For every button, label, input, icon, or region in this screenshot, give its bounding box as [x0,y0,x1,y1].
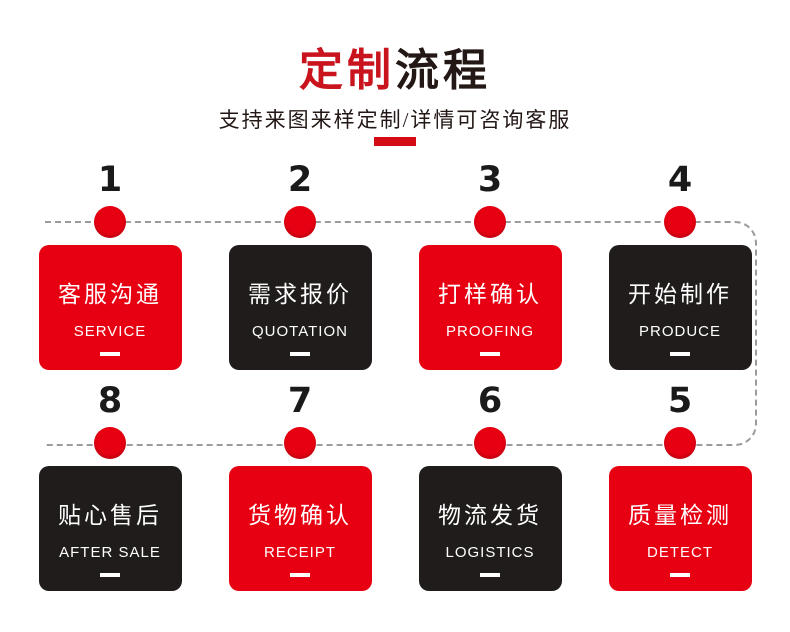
step-number: 7 [287,381,313,421]
step-card-dash [670,352,690,356]
page-subtitle: 支持来图来样定制/详情可咨询客服 [218,108,572,132]
step-card: 质量检测 DETECT [608,466,752,591]
step-card: 开始制作 PRODUCE [608,245,752,370]
step-title-cn: 打样确认 [438,282,542,307]
process-step-6: 6 物流发货 LOGISTICS [415,381,565,591]
step-number: 6 [477,381,503,421]
step-title-en: PRODUCE [638,323,721,340]
step-card: 货物确认 RECEIPT [228,466,372,591]
step-title-en: PROOFING [445,323,534,340]
page-title-dark-part: 流程 [395,46,491,95]
process-step-2: 2 需求报价 QUOTATION [225,160,375,370]
step-title-en: QUOTATION [252,323,348,340]
step-title-en: AFTER SALE [59,544,161,561]
step-card: 贴心售后 AFTER SALE [38,466,182,591]
step-circle-marker [284,206,316,238]
step-title-cn: 物流发货 [438,503,542,528]
step-card: 客服沟通 SERVICE [38,245,182,370]
flow-row-bottom: 8 贴心售后 AFTER SALE 7 货物确认 RECEIPT 6 [35,381,755,591]
step-title-cn: 贴心售后 [58,503,162,528]
process-step-1: 1 客服沟通 SERVICE [35,160,185,370]
step-card-dash [290,573,310,577]
step-title-cn: 需求报价 [248,282,352,307]
process-step-5: 5 质量检测 DETECT [605,381,755,591]
step-number: 5 [667,381,693,421]
title-underline-bar [374,137,416,146]
step-number: 4 [667,160,693,200]
page-title-red-part: 定制 [299,46,395,95]
step-title-en: LOGISTICS [445,544,535,561]
step-title-en: RECEIPT [263,544,336,561]
step-number: 1 [97,160,123,200]
step-card: 物流发货 LOGISTICS [418,466,562,591]
step-circle-marker [284,427,316,459]
process-step-8: 8 贴心售后 AFTER SALE [35,381,185,591]
step-card-dash [290,352,310,356]
step-card-dash [100,352,120,356]
step-number: 8 [97,381,123,421]
step-title-en: SERVICE [73,323,147,340]
step-card: 需求报价 QUOTATION [228,245,372,370]
process-step-4: 4 开始制作 PRODUCE [605,160,755,370]
step-title-cn: 客服沟通 [58,282,162,307]
flow-row-top: 1 客服沟通 SERVICE 2 需求报价 QUOTATION 3 [35,160,755,370]
step-circle-marker [474,206,506,238]
step-card-dash [480,352,500,356]
step-circle-marker [664,427,696,459]
step-title-en: DETECT [647,544,713,561]
step-title-cn: 货物确认 [248,503,352,528]
step-card-dash [480,573,500,577]
page-title: 定制流程 [0,34,790,98]
step-circle-marker [664,206,696,238]
step-title-cn: 开始制作 [628,282,732,307]
process-step-3: 3 打样确认 PROOFING [415,160,565,370]
step-circle-marker [474,427,506,459]
process-step-7: 7 货物确认 RECEIPT [225,381,375,591]
step-card: 打样确认 PROOFING [418,245,562,370]
step-title-cn: 质量检测 [628,503,732,528]
flow-connector-dashed-line [45,221,757,446]
step-circle-marker [94,427,126,459]
step-card-dash [100,573,120,577]
step-number: 2 [287,160,313,200]
step-number: 3 [477,160,503,200]
step-card-dash [670,573,690,577]
step-circle-marker [94,206,126,238]
